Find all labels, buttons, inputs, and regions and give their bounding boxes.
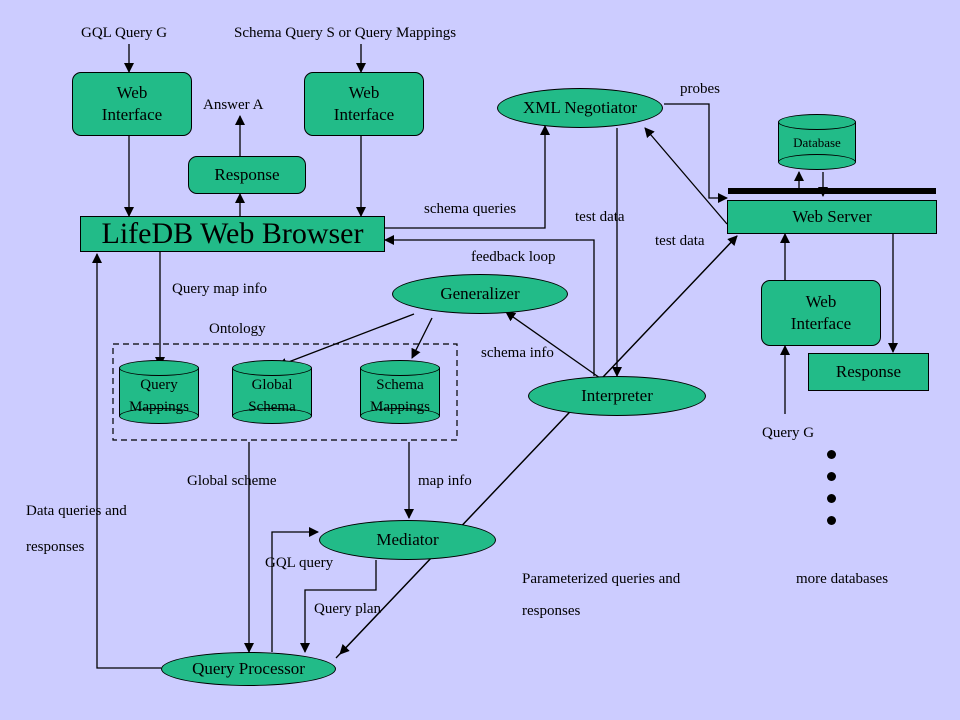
mediator: Mediator	[319, 520, 496, 560]
test-data-label-1: test data	[575, 209, 625, 225]
feedback-loop-label: feedback loop	[471, 249, 556, 265]
parameterized-queries-label-line1: Parameterized queries and	[522, 571, 681, 587]
lifedb-web-browser: LifeDB Web Browser	[80, 216, 385, 252]
ontology-label: Ontology	[209, 321, 266, 337]
web-interface-middle: Web Interface	[304, 72, 424, 136]
gql-query-label: GQL query	[265, 555, 334, 571]
schema-queries-label: schema queries	[424, 201, 517, 217]
ellipsis-dot	[827, 494, 836, 503]
answer-a-label: Answer A	[203, 97, 264, 113]
parameterized-queries-label-line2: responses	[522, 603, 581, 619]
database-label: Database	[793, 135, 841, 150]
query-g-label: Query G	[762, 425, 815, 441]
schema-mappings-label: Schema Mappings	[370, 377, 430, 415]
query-mappings-cylinder: Query Mappings	[119, 360, 199, 424]
data-queries-label-line1: Data queries and	[26, 503, 127, 519]
response-right: Response	[808, 353, 929, 391]
xml-negotiator: XML Negotiator	[497, 88, 663, 128]
query-plan-label: Query plan	[314, 601, 382, 617]
schema-info-label: schema info	[481, 345, 554, 361]
web-server: Web Server	[727, 200, 937, 234]
query-mappings-label: Query Mappings	[129, 377, 189, 415]
schema-query-label: Schema Query S or Query Mappings	[234, 25, 457, 41]
probes-label: probes	[680, 81, 720, 97]
query-map-info-label: Query map info	[172, 281, 267, 297]
ellipsis-dot	[827, 516, 836, 525]
query-processor: Query Processor	[161, 652, 336, 686]
web-interface-right: Web Interface	[761, 280, 881, 346]
interpreter: Interpreter	[528, 376, 706, 416]
ellipsis-dot	[827, 472, 836, 481]
more-databases-label: more databases	[796, 571, 889, 587]
global-scheme-label: Global scheme	[187, 473, 277, 489]
map-info-label: map info	[418, 473, 472, 489]
schema-mappings-cylinder: Schema Mappings	[360, 360, 440, 424]
ellipsis-dot	[827, 450, 836, 459]
generalizer: Generalizer	[392, 274, 568, 314]
data-queries-label-line2: responses	[26, 539, 85, 555]
web-interface-left: Web Interface	[72, 72, 192, 136]
database-cylinder: Database	[778, 114, 856, 170]
global-schema-cylinder: Global Schema	[232, 360, 312, 424]
gql-query-g-label: GQL Query G	[81, 25, 168, 41]
test-data-label-2: test data	[655, 233, 705, 249]
response-left: Response	[188, 156, 306, 194]
global-schema-label: Global Schema	[248, 377, 296, 415]
